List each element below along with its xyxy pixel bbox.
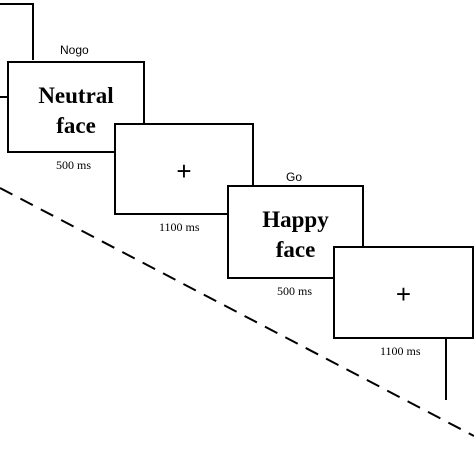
stimulus-duration-label: 500 ms (56, 158, 92, 172)
previous-frame-edge (0, 3, 34, 60)
fixation-cross-icon: + (176, 156, 192, 186)
fixation-cross-icon: + (395, 279, 412, 309)
stimulus-duration-label: 500 ms (277, 284, 313, 298)
stimulus-text-line2: face (56, 113, 96, 138)
stimulus-text-line1: Happy (262, 207, 329, 232)
fixation-frame: + (333, 246, 474, 339)
time-axis-dashed-line (0, 187, 474, 437)
condition-label-go: Go (286, 170, 303, 184)
stimulus-text-line2: face (275, 237, 316, 262)
condition-label-nogo: Nogo (60, 43, 89, 57)
fixation-duration-label: 1100 ms (159, 220, 200, 234)
stimulus-text-line1: Neutral (38, 83, 114, 108)
stimulus-frame-happy-face: Happy face (227, 185, 364, 279)
fixation-duration-label: 1100 ms (380, 344, 421, 358)
